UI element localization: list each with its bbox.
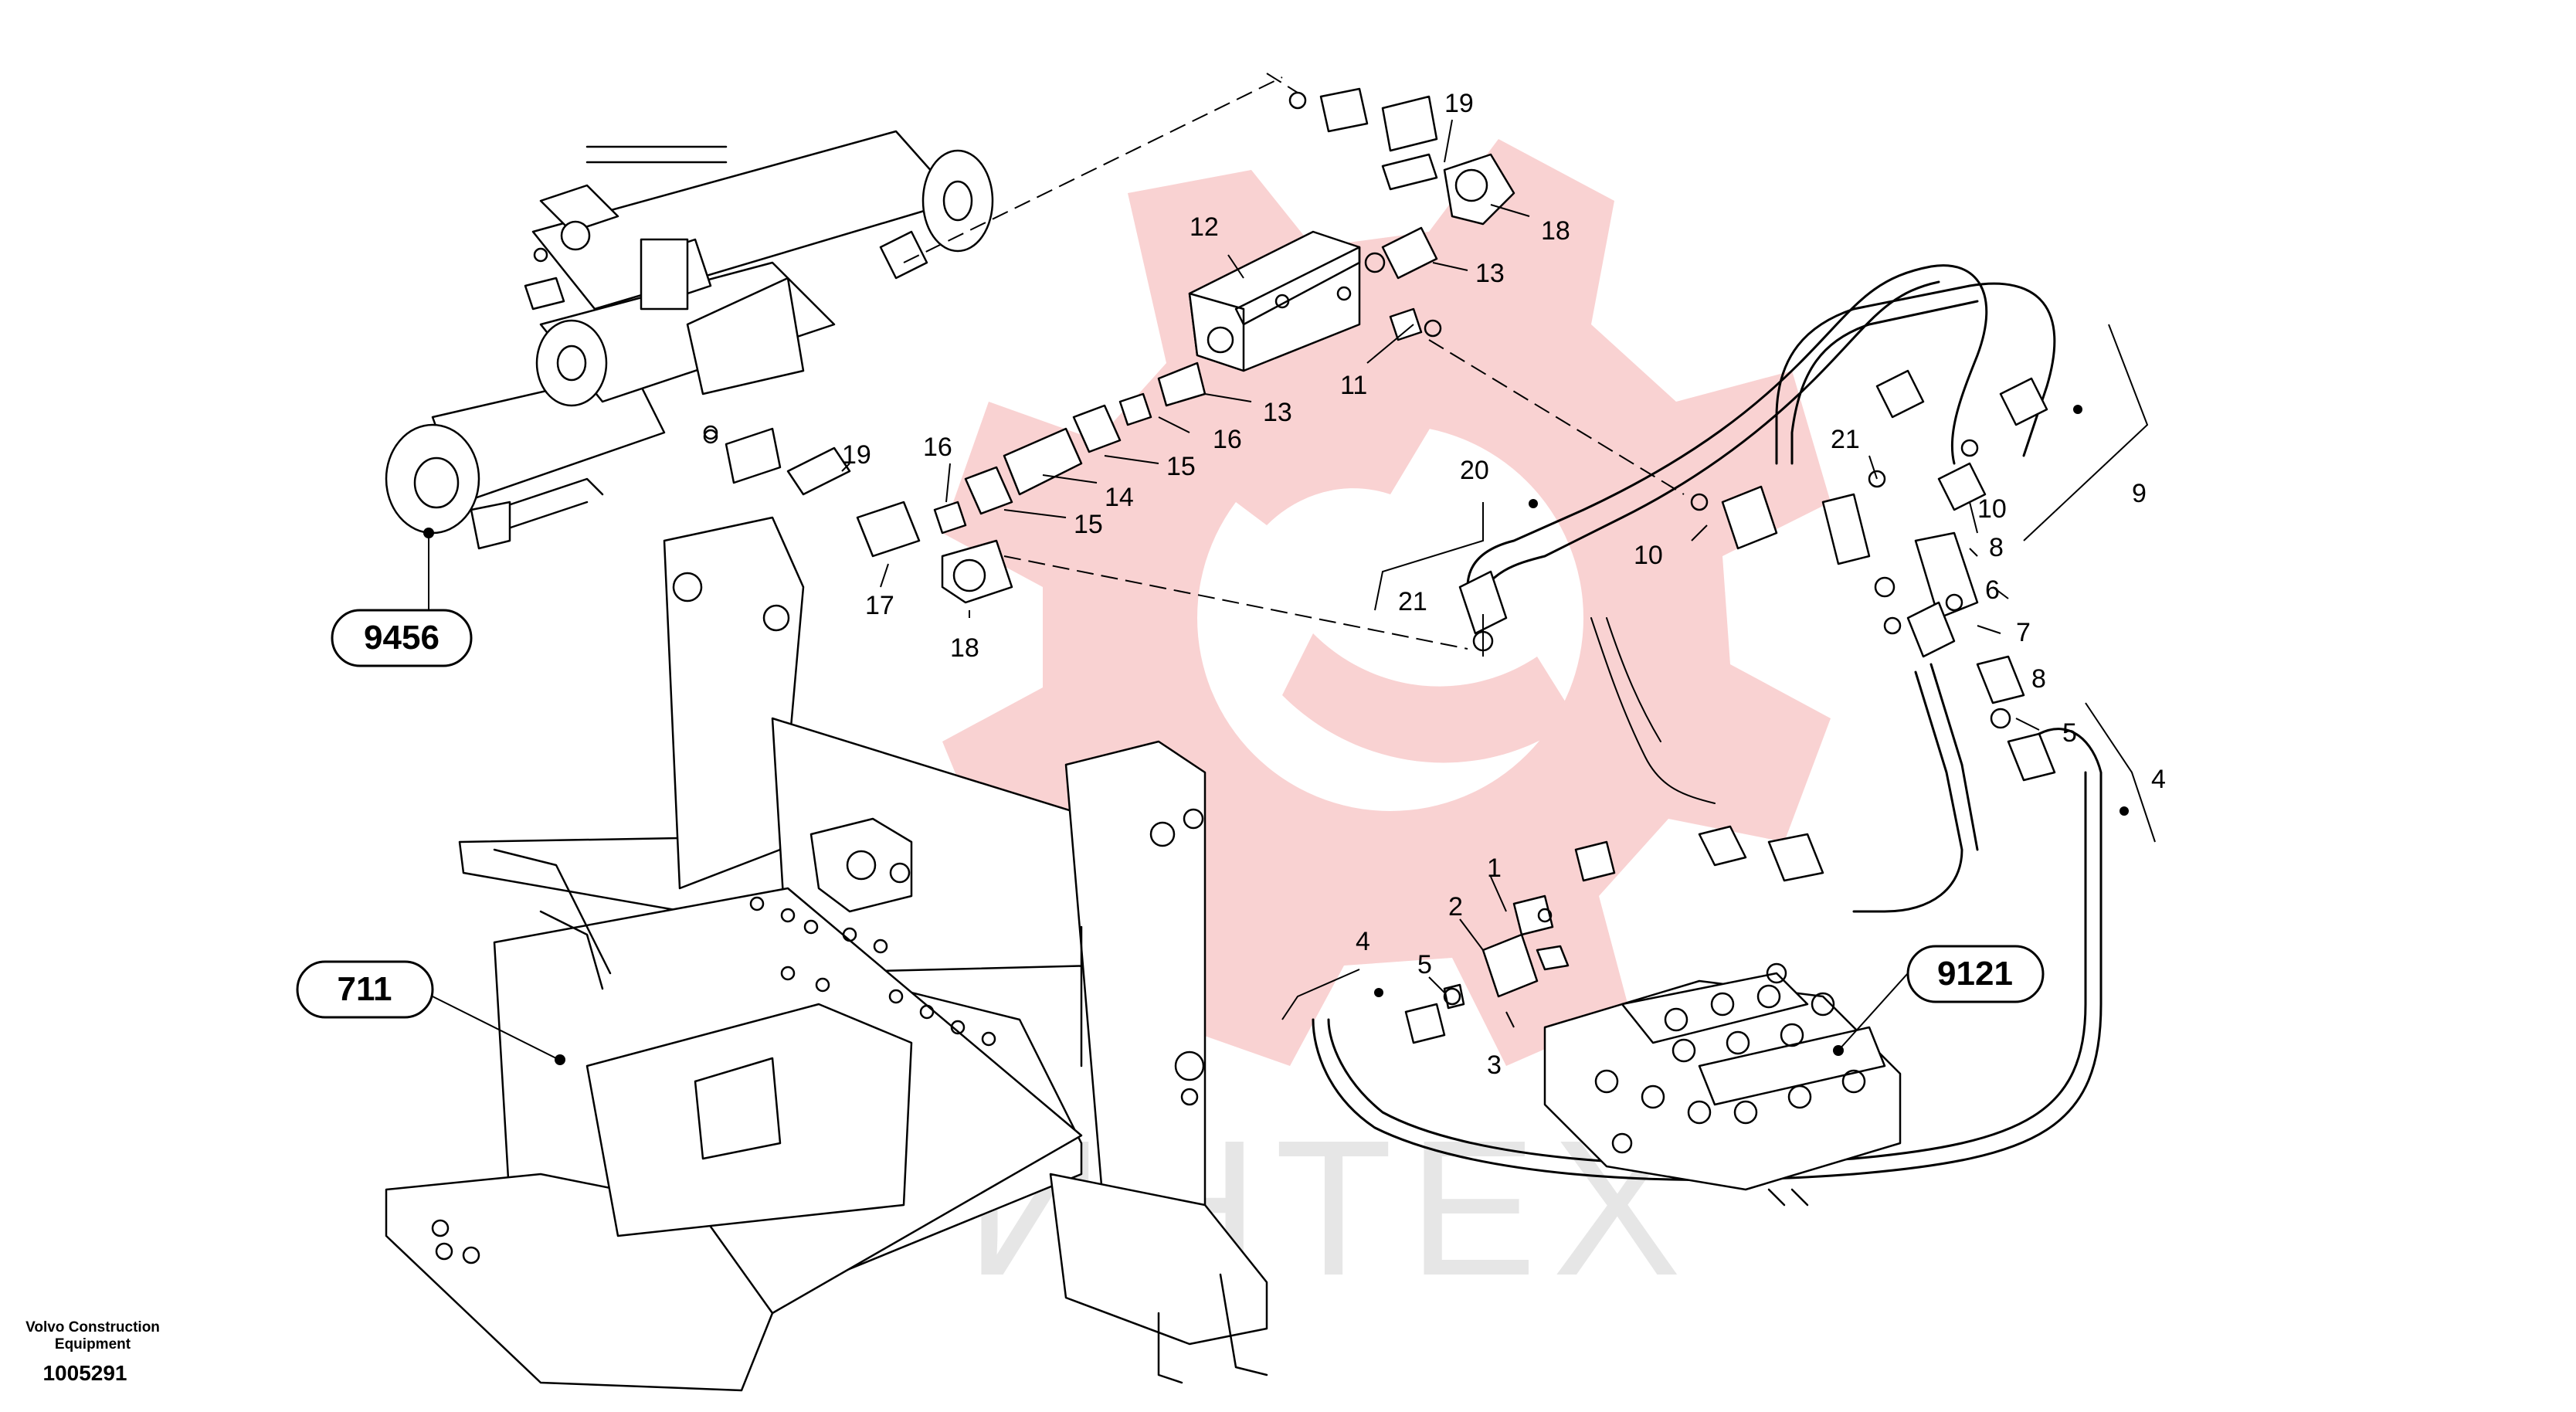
callout-10-right: 10 — [1977, 494, 2007, 524]
callout-21-right: 21 — [1831, 425, 1860, 454]
fittings-upper — [703, 87, 1515, 604]
leader-dots — [423, 405, 2129, 1065]
callout-14: 14 — [1105, 483, 1134, 512]
cylinder-assembly — [385, 130, 994, 550]
callout-3: 3 — [1487, 1051, 1502, 1080]
callout-9: 9 — [2132, 479, 2147, 508]
callout-12: 12 — [1190, 212, 1219, 242]
callout-20: 20 — [1460, 456, 1489, 485]
callout-10-left: 10 — [1634, 541, 1663, 570]
callout-11: 11 — [1340, 371, 1367, 400]
callout-17: 17 — [865, 591, 894, 620]
callout-21-left: 21 — [1398, 587, 1427, 616]
brand-caption: Volvo Construction Equipment — [23, 1319, 162, 1353]
callout-19-lower: 19 — [842, 440, 871, 470]
callout-16-upper: 16 — [923, 433, 952, 462]
callout-15-upper: 15 — [1166, 452, 1196, 481]
hoses — [1312, 264, 2103, 1181]
callout-8-lower: 8 — [2031, 664, 2046, 694]
callout-1: 1 — [1487, 854, 1502, 883]
assembly-label-9456: 9456 — [331, 609, 473, 667]
callout-8-upper: 8 — [1989, 533, 2004, 562]
callout-18-upper: 18 — [1541, 216, 1570, 246]
brand-line-2: Equipment — [54, 1336, 131, 1353]
callout-2: 2 — [1448, 892, 1463, 922]
part-number: 1005291 — [42, 1361, 127, 1385]
callout-4-right: 4 — [2151, 765, 2166, 794]
callout-19-upper: 19 — [1444, 89, 1474, 118]
assembly-number-valve: 9121 — [1937, 955, 2013, 993]
frame-assembly — [385, 516, 1268, 1392]
callout-13-upper: 13 — [1475, 259, 1505, 288]
assembly-label-9121: 9121 — [1906, 945, 2045, 1003]
callout-7: 7 — [2016, 618, 2031, 647]
callout-13-lower: 13 — [1263, 398, 1292, 427]
callout-18-lower: 18 — [950, 633, 979, 663]
dashed-lines — [903, 73, 1685, 650]
brand-line-1: Volvo Construction — [25, 1319, 160, 1336]
callout-16-lower: 16 — [1213, 425, 1242, 454]
leader-lines — [428, 119, 2156, 1059]
callout-6: 6 — [1985, 575, 2000, 605]
callout-5-right: 5 — [2062, 718, 2077, 748]
assembly-number-cylinder: 9456 — [364, 619, 440, 657]
callout-15-lower: 15 — [1074, 510, 1103, 539]
assembly-number-frame: 711 — [338, 970, 392, 1008]
callout-5-left: 5 — [1417, 950, 1432, 979]
assembly-label-711: 711 — [296, 960, 434, 1019]
fittings-lower — [1404, 840, 1616, 1044]
callouts: 19 18 12 13 11 19 16 13 16 15 14 15 17 1… — [842, 89, 2166, 1080]
callout-4-left: 4 — [1356, 927, 1370, 956]
